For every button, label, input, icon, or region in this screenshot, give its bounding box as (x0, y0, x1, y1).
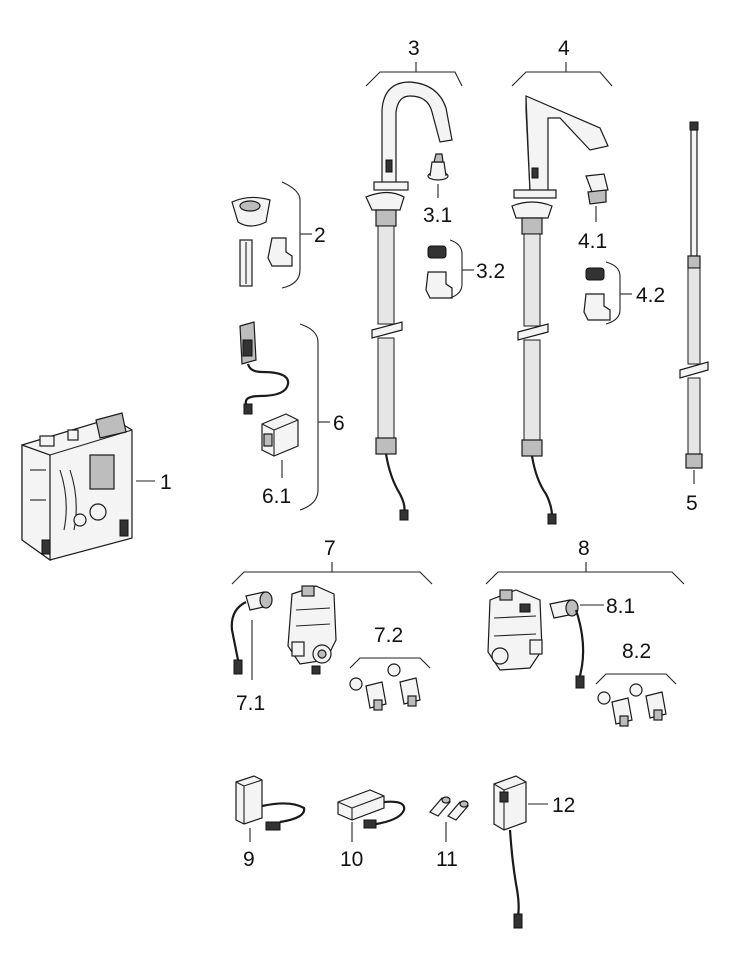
label-7: 7 (324, 537, 336, 560)
part-12-control-module (493, 775, 527, 929)
label-6: 6 (333, 412, 345, 435)
part-9-power-supply (235, 775, 306, 831)
part-11-batteries (429, 796, 469, 821)
label-1: 1 (160, 471, 172, 494)
part-3-1-aerator (427, 153, 449, 181)
label-12: 12 (552, 794, 575, 817)
part-5-extension-rod (679, 121, 709, 469)
label-6-1: 6.1 (262, 485, 291, 508)
part-8-2-stop-valves (597, 683, 667, 727)
part-6-1-control-unit (261, 413, 299, 457)
bracket-6 (299, 323, 319, 511)
label-8-2: 8.2 (622, 640, 651, 663)
label-9: 9 (243, 848, 255, 871)
part-4-square-spout-tap (511, 95, 609, 525)
part-4-2-valve-set (583, 267, 611, 321)
part-4-1-aerator (585, 173, 609, 205)
part-7-1-sensor-cable (230, 591, 273, 675)
label-11: 11 (436, 848, 458, 871)
label-4-2: 4.2 (636, 284, 665, 307)
part-1-mounting-box (21, 412, 133, 562)
label-8-1: 8.1 (606, 595, 635, 618)
bracket-8-2 (595, 673, 677, 685)
bracket-4 (511, 71, 613, 87)
part-7-function-unit (287, 585, 337, 675)
part-2-adapter-set (231, 196, 293, 287)
bracket-3 (365, 71, 463, 87)
label-3-1: 3.1 (423, 204, 452, 227)
part-6-sensor-module (239, 321, 290, 415)
label-3: 3 (408, 37, 420, 60)
bracket-8 (485, 571, 685, 585)
label-8: 8 (578, 537, 590, 560)
part-3-2-valve-set (425, 245, 453, 299)
bracket-7-2 (349, 657, 431, 669)
bracket-7 (231, 571, 433, 585)
label-3-2: 3.2 (476, 260, 505, 283)
part-7-2-stop-valves (349, 663, 421, 711)
label-4-1: 4.1 (578, 230, 607, 253)
part-8-function-unit (487, 589, 543, 671)
part-8-1-sensor-cable (549, 599, 585, 689)
label-5: 5 (686, 492, 698, 515)
bracket-2 (281, 181, 301, 289)
bracket-3-2 (449, 239, 463, 299)
label-10: 10 (340, 848, 363, 871)
label-2: 2 (314, 224, 326, 247)
label-7-2: 7.2 (374, 624, 403, 647)
part-10-battery-pack (337, 789, 406, 829)
bracket-4-2 (605, 261, 621, 325)
part-3-curved-spout-tap (365, 81, 453, 521)
label-7-1: 7.1 (236, 692, 265, 715)
label-4: 4 (558, 37, 570, 60)
